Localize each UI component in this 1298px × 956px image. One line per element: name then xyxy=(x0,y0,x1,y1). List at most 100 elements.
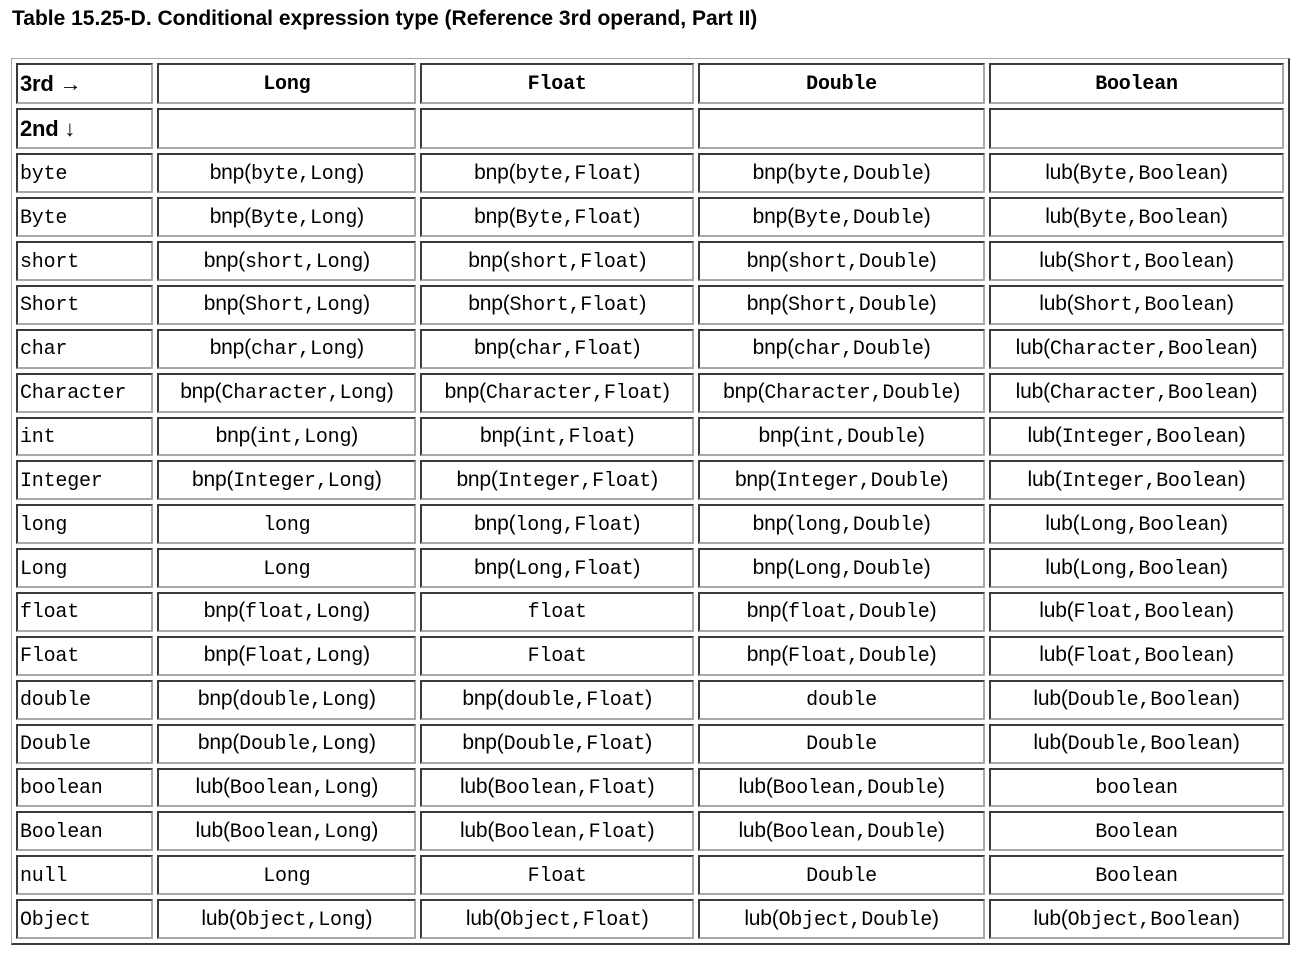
cell-arguments: Boolean,Float xyxy=(494,776,648,800)
close-paren: ) xyxy=(1232,906,1240,930)
open-paren: ( xyxy=(787,204,794,228)
cell-arguments: Character,Float xyxy=(485,382,663,406)
cell-arguments: Float,Long xyxy=(245,645,364,669)
cell-arguments: double,Long xyxy=(239,689,369,713)
row-header-cell: Byte xyxy=(16,197,154,238)
close-paren: ) xyxy=(929,248,937,272)
close-paren: ) xyxy=(1221,555,1228,579)
cell-function: bnp xyxy=(203,248,239,272)
cell-function: lub xyxy=(1033,687,1061,711)
table-cell: bnp(Short,Float) xyxy=(420,285,695,325)
close-paren: ) xyxy=(374,467,382,491)
cell-arguments: Long,Boolean xyxy=(1079,557,1222,581)
cell-arguments: Float,Double xyxy=(787,645,930,669)
open-paren: ( xyxy=(765,774,773,798)
cell-arguments: Boolean,Float xyxy=(494,820,648,844)
table-cell: lub(Long,Boolean) xyxy=(989,504,1284,545)
table-cell: lub(Boolean,Long) xyxy=(157,811,417,852)
cell-arguments: Long,Float xyxy=(515,557,634,581)
row-header-label: boolean xyxy=(20,776,103,800)
row-header-label: Short xyxy=(20,294,80,318)
cell-function: lub xyxy=(195,774,224,798)
table-cell: bnp(byte,Float) xyxy=(420,153,695,194)
table-cell: Double xyxy=(698,855,986,896)
close-paren: ) xyxy=(363,643,370,667)
table-cell: lub(Float,Boolean) xyxy=(989,635,1284,676)
cell-function: bnp xyxy=(474,204,509,228)
cell-arguments: Double,Long xyxy=(239,733,369,757)
cell-function: bnp xyxy=(474,555,509,579)
table-cell: long xyxy=(157,504,417,545)
row-header-cell: float xyxy=(16,592,154,632)
close-paren: ) xyxy=(929,643,937,667)
table-cell: Float xyxy=(420,855,695,896)
open-paren: ( xyxy=(508,204,516,228)
column-header-boolean: Boolean xyxy=(989,63,1284,105)
open-paren: ( xyxy=(508,511,516,535)
close-paren: ) xyxy=(953,380,961,404)
table-cell: lub(Float,Boolean) xyxy=(989,592,1284,632)
open-paren: ( xyxy=(479,380,486,404)
open-paren: ( xyxy=(1072,511,1080,535)
open-paren: ( xyxy=(769,467,777,491)
table-cell: float xyxy=(420,592,695,632)
table-cell: bnp(Float,Long) xyxy=(157,635,417,676)
row-header-label: Double xyxy=(20,733,91,757)
cell-arguments: Character,Boolean xyxy=(1049,338,1251,362)
open-paren: ( xyxy=(487,774,495,798)
row-header-label: Object xyxy=(20,908,91,932)
row-header-label: char xyxy=(20,338,68,362)
close-paren: ) xyxy=(633,160,641,184)
row-header-label: float xyxy=(20,601,80,625)
cell-arguments: Short,Boolean xyxy=(1073,294,1228,318)
row-header-cell: Long xyxy=(16,548,154,589)
close-paren: ) xyxy=(633,336,641,360)
corner-top-cell: 3rd → xyxy=(16,63,154,105)
table-cell: Boolean xyxy=(989,855,1284,896)
table-cell: boolean xyxy=(989,767,1284,808)
open-paren: ( xyxy=(787,160,794,184)
table-cell: bnp(char,Double) xyxy=(698,328,986,369)
cell-function: lub xyxy=(1033,731,1061,755)
cell-arguments: Object,Boolean xyxy=(1067,908,1233,932)
cell-arguments: double,Float xyxy=(503,689,646,713)
header-row-2: 2nd ↓ xyxy=(16,108,1284,150)
table-cell: lub(Boolean,Double) xyxy=(698,811,986,852)
open-paren: ( xyxy=(222,818,230,842)
table-cell: lub(Object,Double) xyxy=(698,899,986,939)
open-paren: ( xyxy=(490,467,498,491)
cell-function: bnp xyxy=(197,731,233,755)
cell-function: lub xyxy=(1045,511,1073,535)
empty-cell xyxy=(157,108,417,150)
row-header-label: null xyxy=(20,864,68,888)
table-cell: double xyxy=(698,679,986,720)
cell-arguments: Short,Boolean xyxy=(1073,250,1228,274)
cell-type: Boolean xyxy=(1095,864,1178,888)
row-header-label: Byte xyxy=(20,206,68,230)
cell-arguments: byte,Float xyxy=(515,162,634,186)
table-cell: lub(Boolean,Double) xyxy=(698,767,986,808)
cell-arguments: int,Float xyxy=(521,426,628,450)
cell-arguments: Integer,Boolean xyxy=(1061,426,1239,450)
empty-cell xyxy=(420,108,695,150)
row-header-cell: int xyxy=(16,416,154,457)
table-cell: bnp(Float,Double) xyxy=(698,635,986,676)
close-paren: ) xyxy=(633,511,641,535)
cell-function: lub xyxy=(195,818,224,842)
close-paren: ) xyxy=(633,204,641,228)
cell-function: lub xyxy=(1039,292,1067,316)
table-cell: bnp(float,Double) xyxy=(698,592,986,632)
cell-function: bnp xyxy=(180,380,215,404)
close-paren: ) xyxy=(923,555,931,579)
cell-type: Long xyxy=(263,864,311,888)
cell-function: lub xyxy=(1039,643,1067,667)
table-cell: bnp(short,Long) xyxy=(157,241,417,282)
table-cell: bnp(Short,Long) xyxy=(157,285,417,325)
open-paren: ( xyxy=(781,292,788,316)
cell-function: lub xyxy=(1027,467,1055,491)
open-paren: ( xyxy=(1072,204,1080,228)
